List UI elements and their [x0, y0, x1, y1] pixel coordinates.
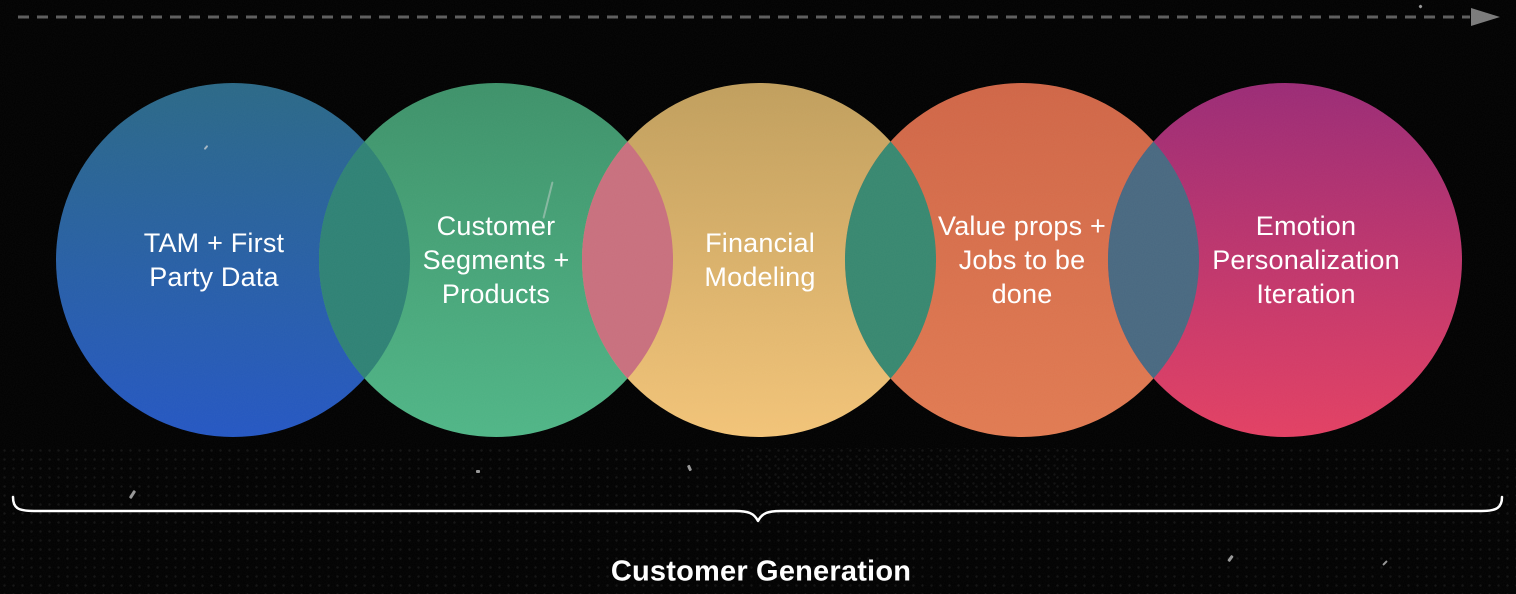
label-line: Segments + — [422, 245, 570, 275]
bottom-brace — [11, 495, 1504, 523]
label-line: Customer — [436, 211, 556, 241]
label-tam-first-party-data: TAM + First Party Data — [144, 226, 284, 294]
label-line: TAM + First — [143, 228, 285, 258]
label-line: Products — [441, 279, 551, 309]
label-emotion-personalization: Emotion Personalization Iteration — [1212, 209, 1400, 311]
label-line: Jobs to be — [958, 245, 1086, 275]
label-value-props-jobs: Value props + Jobs to be done — [938, 209, 1106, 311]
label-customer-segments-products: Customer Segments + Products — [423, 209, 570, 311]
label-line: Emotion — [1255, 211, 1357, 241]
label-line: Party Data — [149, 262, 279, 292]
label-line: Personalization — [1212, 245, 1400, 275]
label-financial-modeling: Financial Modeling — [704, 226, 815, 294]
label-line: Financial — [705, 228, 815, 258]
customer-generation-title: Customer Generation — [610, 555, 912, 588]
label-line: Iteration — [1256, 279, 1356, 309]
label-line: done — [991, 279, 1053, 309]
label-line: Value props + — [938, 211, 1106, 241]
label-line: Modeling — [704, 262, 816, 292]
